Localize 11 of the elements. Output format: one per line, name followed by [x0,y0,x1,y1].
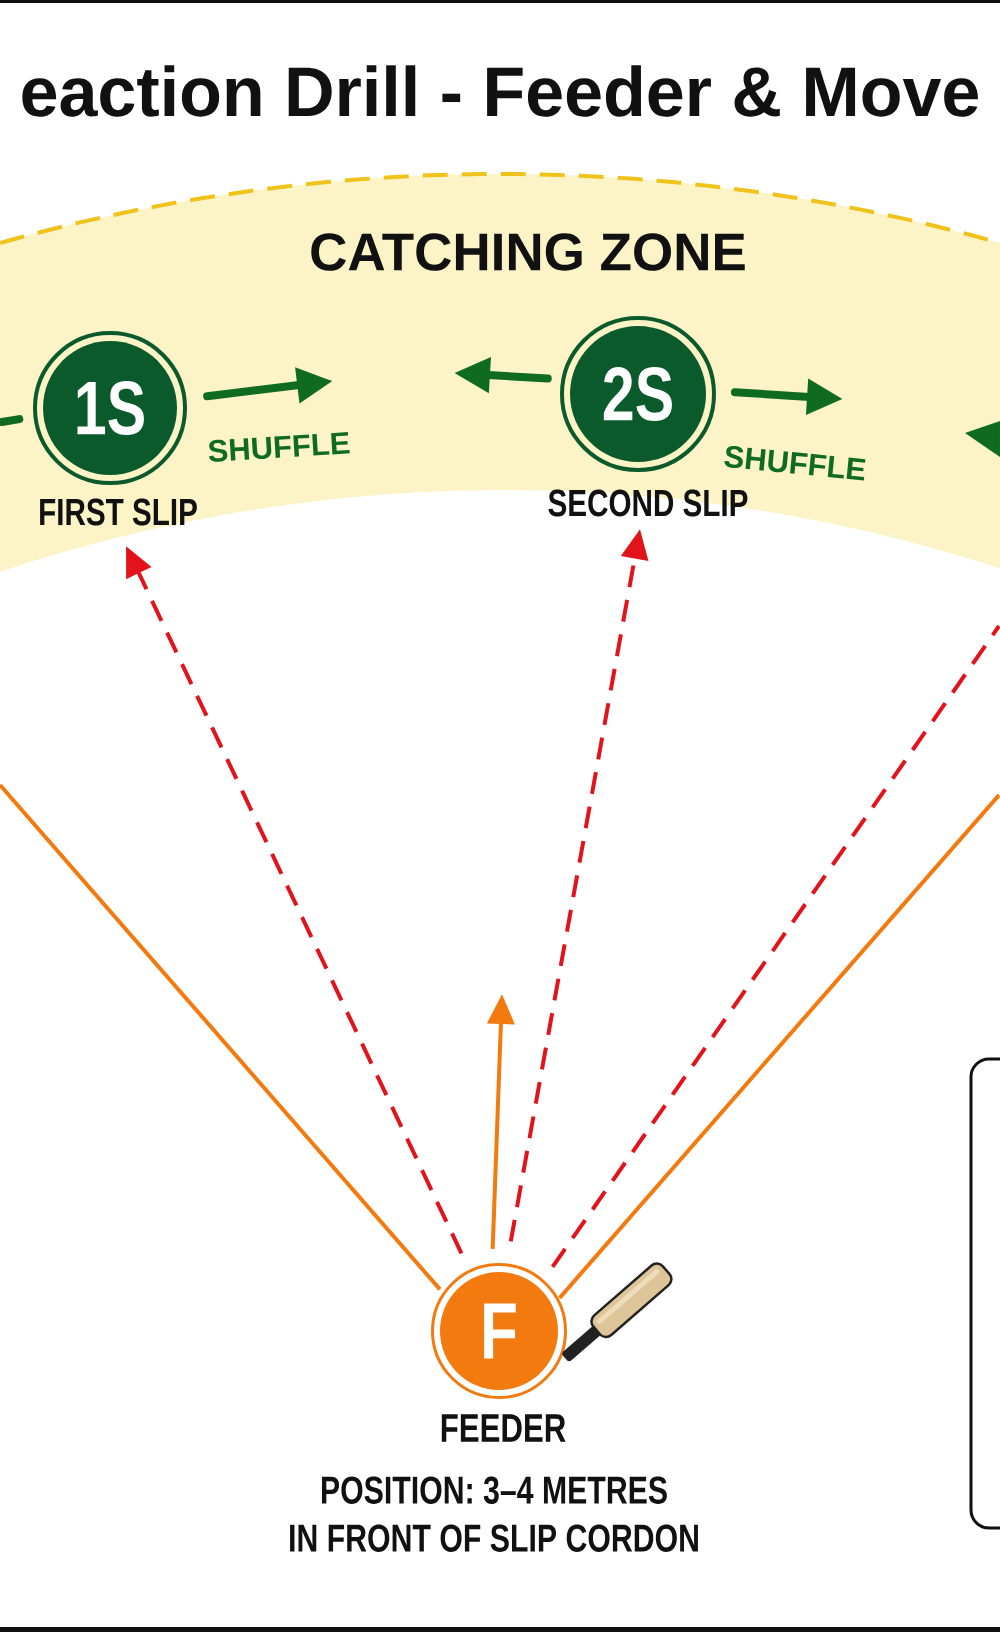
edge-label: SHUFFLE [724,446,866,481]
note: POSITION: 3–4 METRES IN FRONT OF SLIP CORDON [290,1476,698,1552]
title: eaction Drill - Feeder & Move [22,65,978,117]
line [558,793,1000,1300]
edge-label: SHUFFLE [208,432,350,462]
line [0,783,442,1291]
line [0,415,24,426]
position-label: FIRST SLIP [40,498,197,526]
position-label: FEEDER [441,1414,566,1442]
dashed-line [550,624,1000,1269]
position-label: SECOND SLIP [548,489,748,517]
